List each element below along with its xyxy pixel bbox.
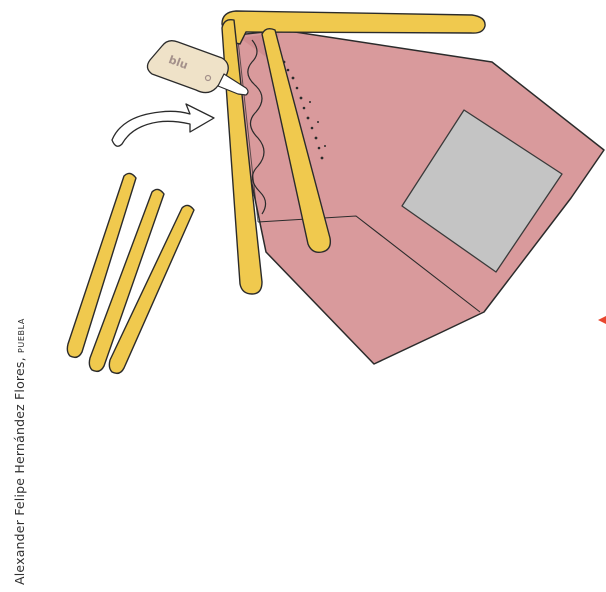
edge-marker [598, 316, 606, 324]
artist-name: Alexander Felipe Hernández Flores, [12, 357, 27, 585]
artist-credit: Alexander Felipe Hernández Flores, PUEBL… [12, 318, 27, 585]
curved-arrow-icon [112, 104, 214, 146]
glue-dot [317, 121, 319, 123]
glue-dot [309, 101, 311, 103]
glue-dot [311, 127, 314, 130]
glue-dot [318, 147, 321, 150]
glue-dot [296, 87, 299, 90]
glue-dot [287, 69, 290, 72]
glue-dot [307, 117, 310, 120]
glue-dot [303, 107, 306, 110]
artist-location: PUEBLA [17, 318, 26, 353]
glue-dot [315, 137, 318, 140]
glue-dot [300, 97, 303, 100]
glue-dot [292, 77, 295, 80]
glue-bottle-body [147, 41, 228, 93]
glue-dot [324, 145, 326, 147]
glue-dot [321, 157, 324, 160]
